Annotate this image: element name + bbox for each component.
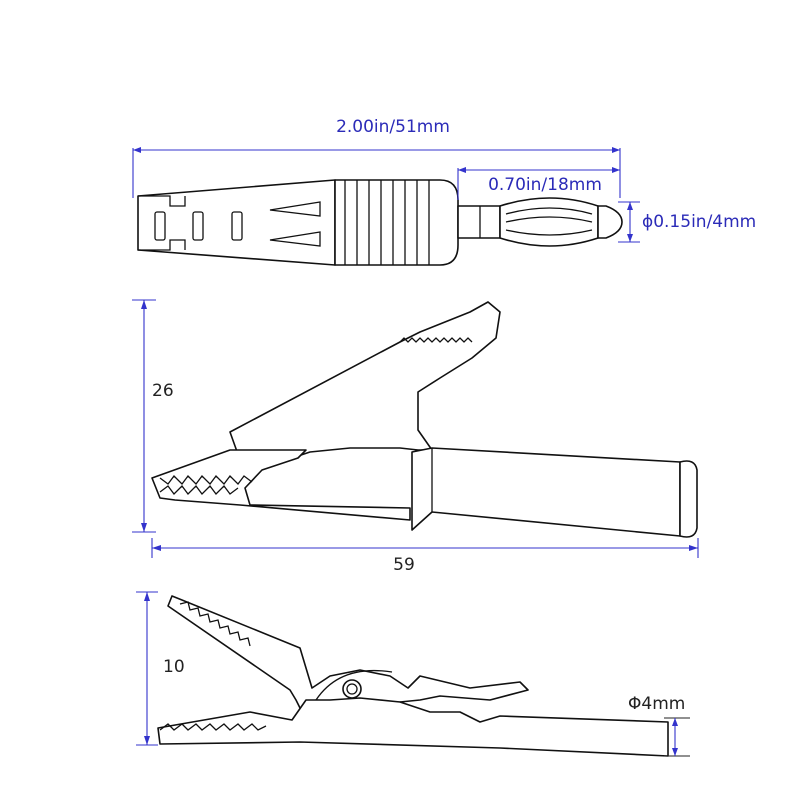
- large-alligator-clip-drawing: [151, 301, 698, 538]
- plug-total-length-label: 2.00in/51mm: [336, 117, 450, 137]
- small-clip-diameter-label: Φ4mm: [628, 694, 685, 714]
- small-clip-height-label: 10: [163, 657, 185, 677]
- small-alligator-clip-drawing: [157, 595, 669, 757]
- plug-pin-length-label: 0.70in/18mm: [488, 175, 602, 195]
- small-clip-dimensions: [136, 591, 690, 757]
- plug-pin-diameter-label: ϕ0.15in/4mm: [642, 212, 756, 232]
- large-clip-dimensions: [132, 299, 699, 558]
- plug-dimensions: [132, 147, 640, 243]
- large-clip-length-label: 59: [393, 555, 415, 575]
- banana-plug-drawing: [137, 179, 623, 266]
- large-clip-height-label: 26: [152, 381, 174, 401]
